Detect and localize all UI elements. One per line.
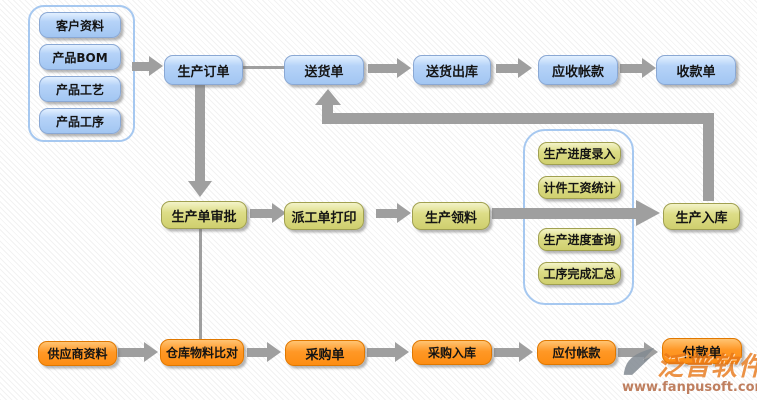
arrow-deliverynote-to-outbound-head — [397, 58, 411, 78]
feedback-horizontal-bar — [322, 113, 714, 124]
node-receipt-note: 收款单 — [656, 55, 736, 85]
node-supplier-data: 供应商资料 — [38, 341, 117, 366]
feedback-vertical-bar — [703, 117, 714, 201]
arrow-pick-to-inbound-shaft — [492, 208, 637, 219]
arrow-pick-to-inbound-head — [636, 200, 660, 226]
feedback-up-shaft — [322, 104, 333, 115]
feedback-up-head — [315, 89, 341, 105]
arrow-approval-to-dispatch-shaft — [250, 209, 272, 218]
arrow-outbound-to-ar-shaft — [496, 64, 518, 73]
node-production-order: 生产订单 — [164, 55, 243, 85]
arrow-deliverynote-to-outbound-shaft — [368, 64, 397, 73]
arrow-order-to-approval-shaft — [195, 84, 205, 181]
node-work-dispatch-print: 派工单打印 — [284, 202, 364, 230]
node-production-order-approval: 生产单审批 — [161, 201, 247, 229]
node-purchase-order: 采购单 — [285, 340, 365, 366]
node-production-inbound: 生产入库 — [663, 203, 740, 230]
node-payment-note: 付款单 — [662, 338, 742, 364]
master-data-group — [28, 5, 135, 142]
arrow-dispatch-to-pick-shaft — [376, 209, 397, 218]
arrow-ap-to-payment-head — [644, 342, 658, 362]
node-customer-data: 客户资料 — [39, 12, 121, 38]
node-piecework-wage-stats: 计件工资统计 — [538, 176, 621, 199]
node-accounts-payable: 应付帐款 — [537, 340, 616, 365]
node-accounts-receivable: 应收帐款 — [538, 55, 618, 85]
arrow-compare-to-po-head — [267, 342, 281, 362]
arrow-supplier-to-compare-head — [144, 342, 158, 362]
arrow-ar-to-receipt-head — [642, 58, 656, 78]
arrow-masterdata-to-order-head — [149, 56, 163, 76]
arrow-ar-to-receipt-shaft — [620, 64, 642, 73]
arrow-po-to-purchasein-shaft — [367, 348, 395, 357]
arrow-ap-to-payment-shaft — [618, 348, 644, 357]
watermark: 泛普软件 www.fanpusoft.com — [622, 346, 757, 395]
line-order-to-deliverynote — [242, 66, 285, 69]
node-production-material-pick: 生产领料 — [412, 202, 490, 230]
node-delivery-outbound: 送货出库 — [413, 55, 491, 85]
arrow-dispatch-to-pick-head — [397, 203, 411, 223]
node-progress-entry: 生产进度录入 — [538, 142, 621, 165]
node-delivery-note: 送货单 — [284, 55, 364, 85]
node-process-completion-summary: 工序完成汇总 — [538, 262, 621, 285]
node-purchase-inbound: 采购入库 — [412, 340, 492, 365]
watermark-brand: 泛普软件 — [657, 352, 757, 382]
node-progress-query: 生产进度查询 — [538, 228, 621, 251]
arrow-masterdata-to-order-shaft — [132, 62, 149, 71]
watermark-website: www.fanpusoft.com — [622, 380, 757, 395]
arrow-supplier-to-compare-shaft — [118, 348, 144, 357]
arrow-outbound-to-ar-head — [518, 58, 532, 78]
node-product-process: 产品工序 — [39, 108, 121, 134]
arrow-purchasein-to-ap-head — [519, 342, 533, 362]
arrow-compare-to-po-shaft — [247, 348, 267, 357]
arrow-approval-to-dispatch-head — [272, 203, 286, 223]
arrow-purchasein-to-ap-shaft — [494, 348, 519, 357]
arrow-po-to-purchasein-head — [395, 342, 409, 362]
arrow-order-to-approval-head — [188, 181, 212, 197]
node-warehouse-material-compare: 仓库物料比对 — [160, 339, 244, 366]
node-product-bom: 产品BOM — [39, 44, 121, 70]
fanpu-logo-swoosh-icon — [623, 347, 655, 375]
line-approval-to-warehousecompare — [199, 227, 202, 339]
node-product-craft: 产品工艺 — [39, 76, 121, 102]
